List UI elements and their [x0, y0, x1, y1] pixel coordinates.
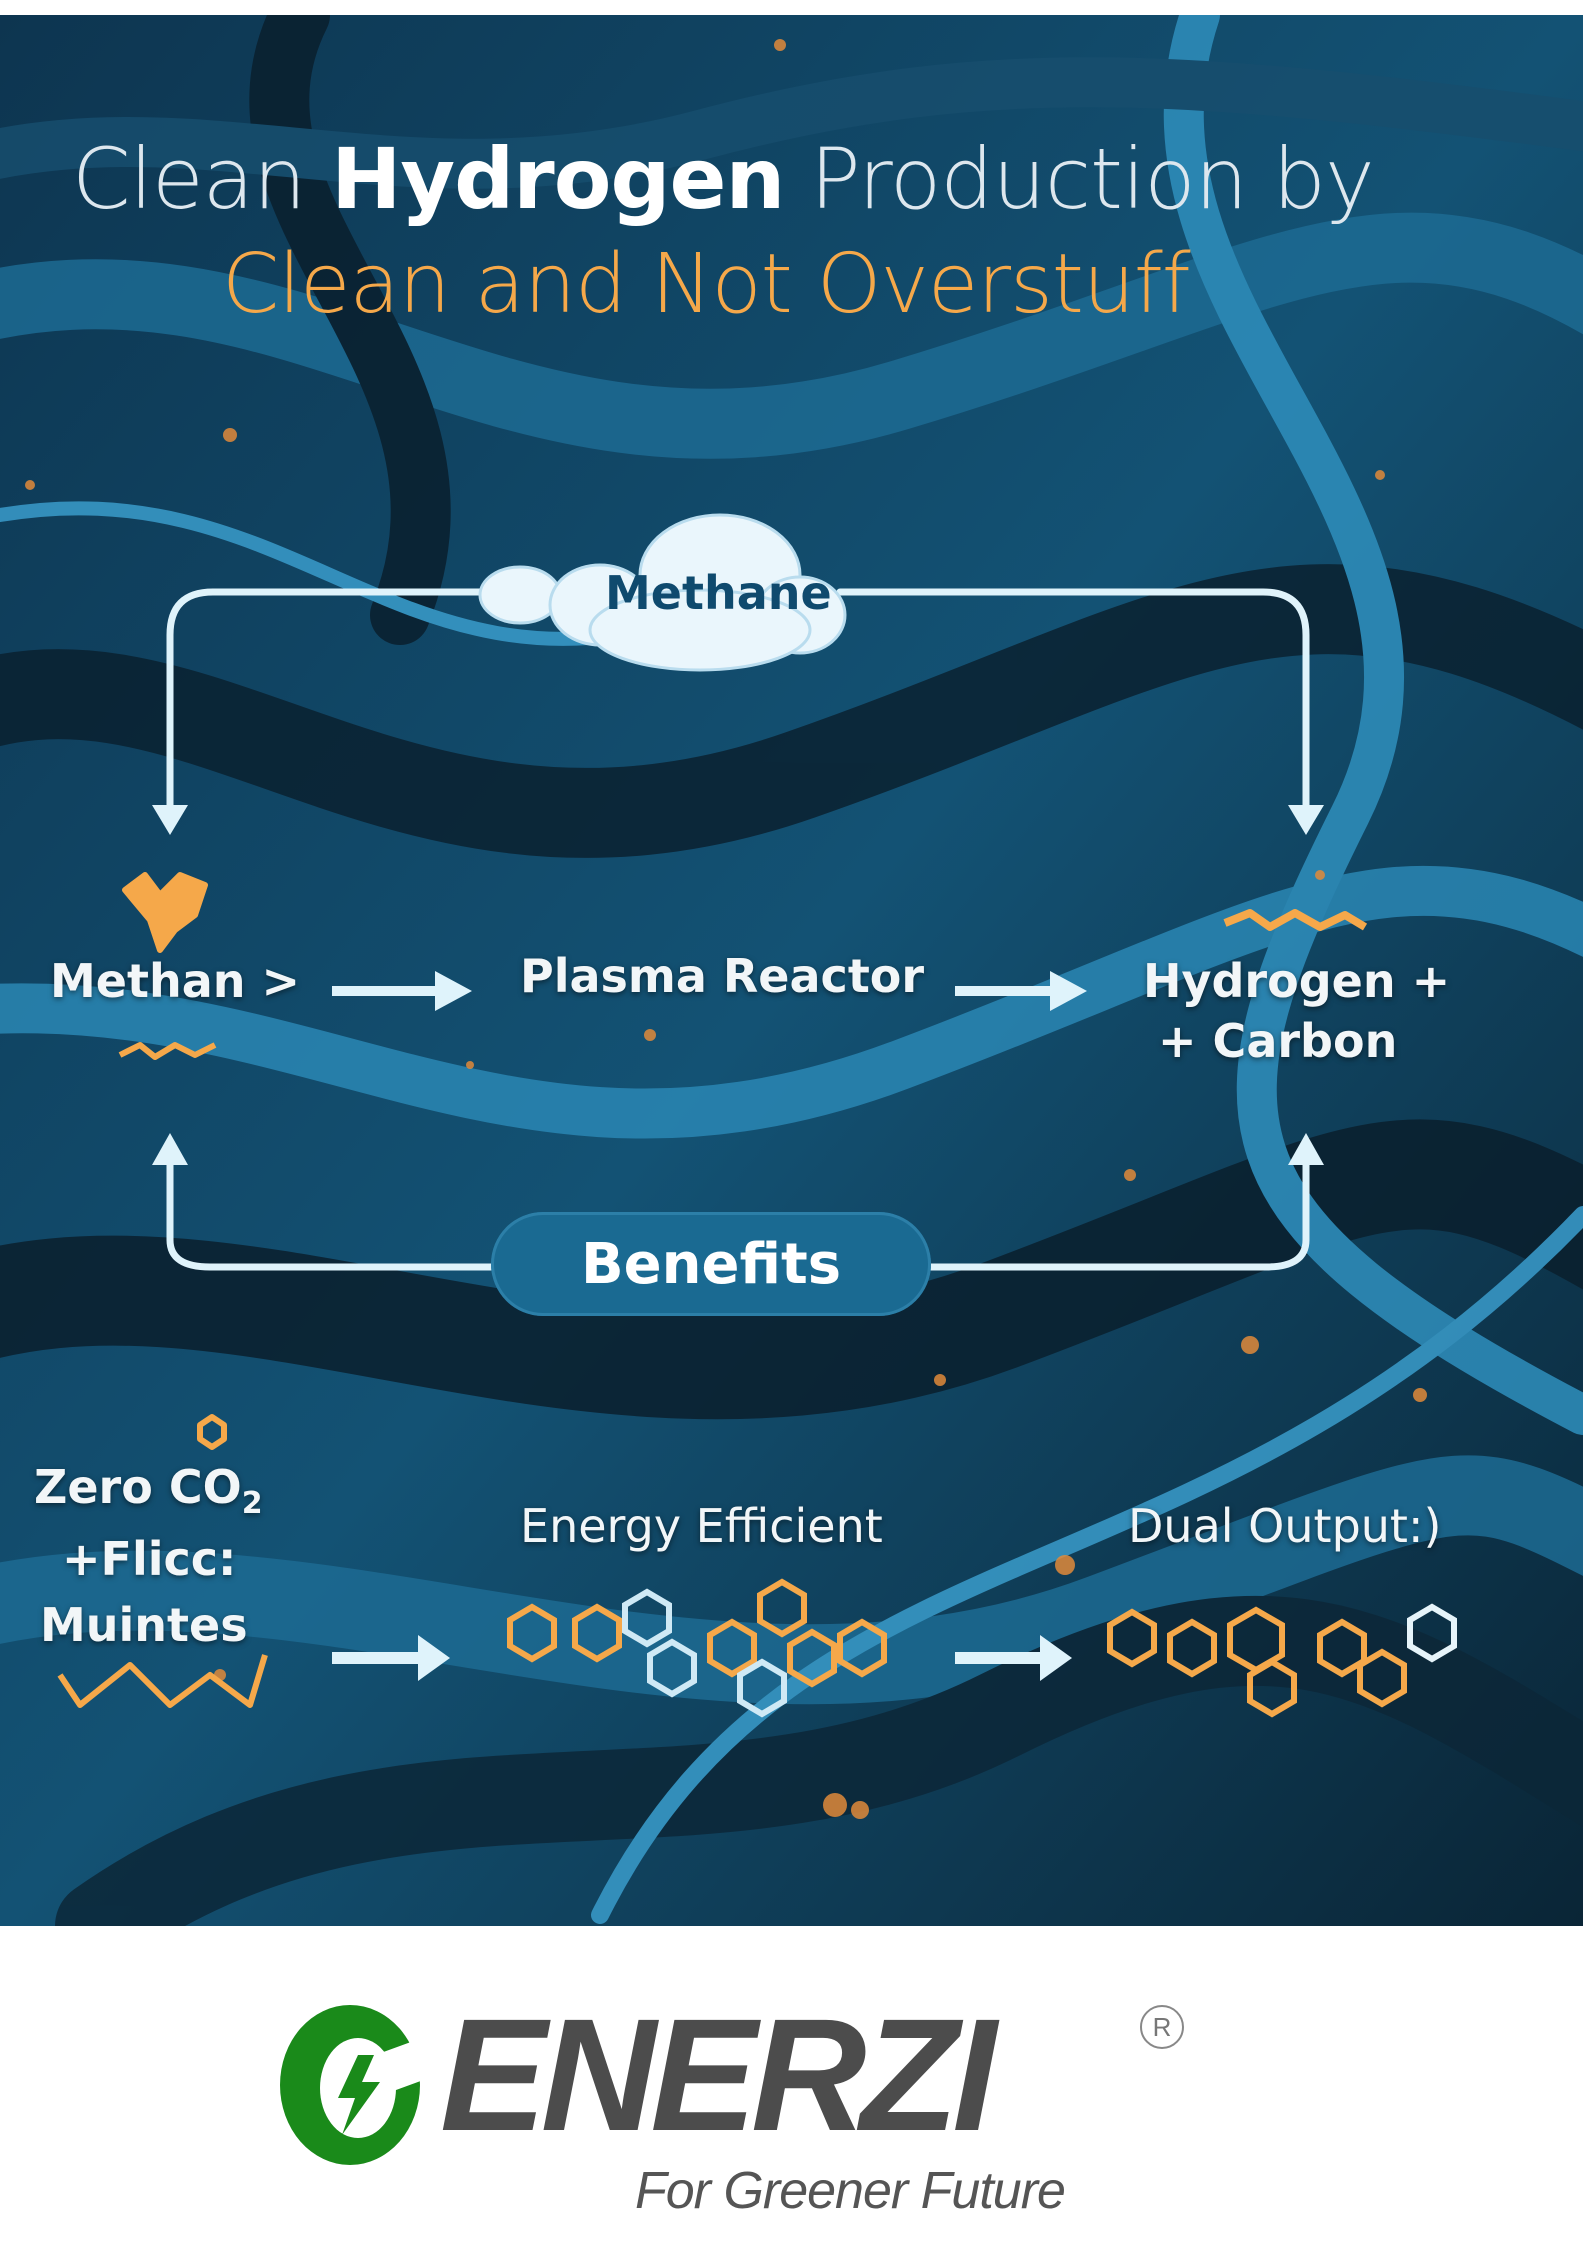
- benefit-dual-output: Dual Output:): [1128, 1499, 1442, 1553]
- arrow-up-left-icon: [152, 1133, 188, 1165]
- arrow-shaft: [955, 1652, 1045, 1664]
- hexagon-cluster-energy: [507, 1578, 887, 1718]
- cycle-top-label: Methane: [605, 566, 832, 620]
- benefit-energy-efficient: Energy Efficient: [520, 1499, 883, 1553]
- arrow-down-left-icon: [152, 805, 188, 835]
- infographic-poster: Clean Hydrogen Production by Clean and N…: [0, 15, 1583, 1926]
- poster-title-line2: Clean and Not Overstuff: [222, 237, 1191, 332]
- arrow-shaft: [332, 1652, 422, 1664]
- arrow-up-right-icon: [1288, 1133, 1324, 1165]
- benefit-line3: Muintes: [40, 1598, 248, 1652]
- cycle-right-label-line1: Hydrogen +: [1143, 954, 1451, 1008]
- poster-title-line1: Clean Hydrogen Production by: [72, 130, 1375, 228]
- arrow-shaft: [955, 986, 1055, 996]
- enerzi-logo-icon: [280, 2005, 435, 2165]
- marble-background: [0, 15, 1583, 1926]
- arrow-right-icon: [1040, 1635, 1072, 1681]
- arrow-down-right-icon: [1288, 805, 1324, 835]
- cloud-icon: [478, 513, 847, 672]
- arrow-right-icon: [418, 1635, 450, 1681]
- cycle-right-label-line2: + Carbon: [1158, 1014, 1398, 1068]
- registered-mark: R: [1140, 2005, 1184, 2049]
- cycle-loop: [166, 588, 1310, 1271]
- flame-icon: [122, 872, 208, 953]
- benefit-zero-co2: Zero CO2: [34, 1460, 263, 1522]
- arrow-right-icon: [1050, 971, 1087, 1011]
- brand-tagline: For Greener Future: [635, 2162, 1066, 2220]
- molecule-chain-icon: [57, 1654, 268, 1708]
- arrow-shaft: [332, 986, 442, 996]
- brand-name: ENERZI: [440, 1985, 997, 2164]
- hexagon-icon: [197, 1414, 227, 1450]
- wave-icon: [1223, 909, 1368, 931]
- cycle-left-label: Methan >: [50, 954, 301, 1008]
- benefit-line2: +Flicc:: [62, 1532, 237, 1586]
- cycle-center-label: Plasma Reactor: [520, 949, 925, 1003]
- arrow-right-icon: [435, 971, 472, 1011]
- benefits-pill: Benefits: [491, 1212, 931, 1316]
- wave-icon: [118, 1042, 217, 1060]
- hexagon-cluster-output: [1107, 1603, 1457, 1718]
